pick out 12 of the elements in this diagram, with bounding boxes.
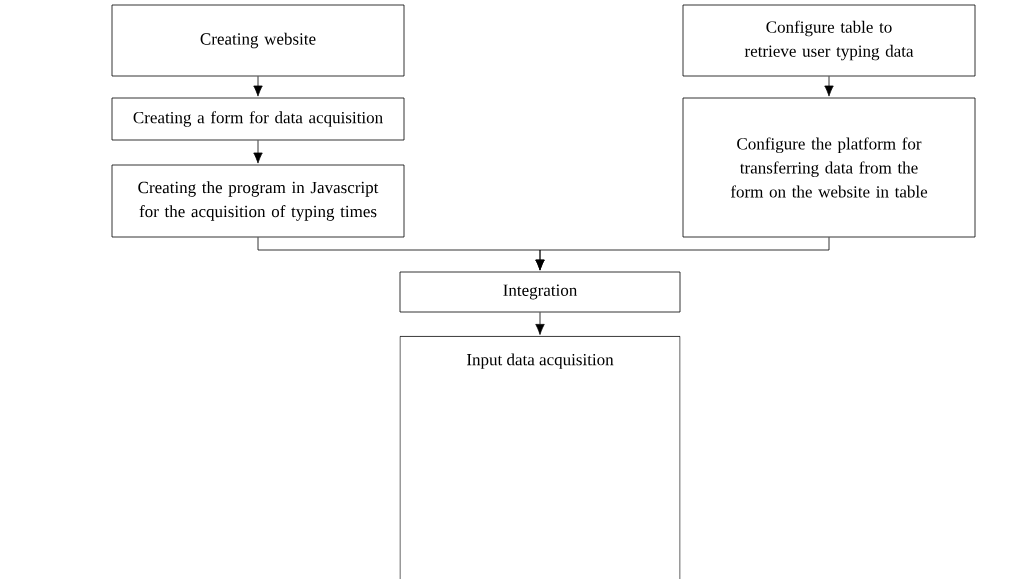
process-box: Creating website bbox=[111, 4, 405, 77]
process-box: Creating the program in Javascript for the acquisition of typing times bbox=[111, 164, 405, 238]
arrow bbox=[535, 237, 830, 271]
process-box: Configure the platform for transferring data from the form on the website in table bbox=[682, 97, 976, 238]
arrow bbox=[535, 312, 545, 335]
process-box: Integration bbox=[399, 271, 681, 313]
process-box: Input data acquisition bbox=[399, 336, 681, 579]
arrow bbox=[824, 76, 834, 97]
arrow bbox=[253, 140, 263, 164]
process-box: Configure table to retrieve user typing data bbox=[682, 4, 976, 77]
process-box: Creating a form for data acquisition bbox=[111, 97, 405, 141]
arrow bbox=[253, 76, 263, 97]
